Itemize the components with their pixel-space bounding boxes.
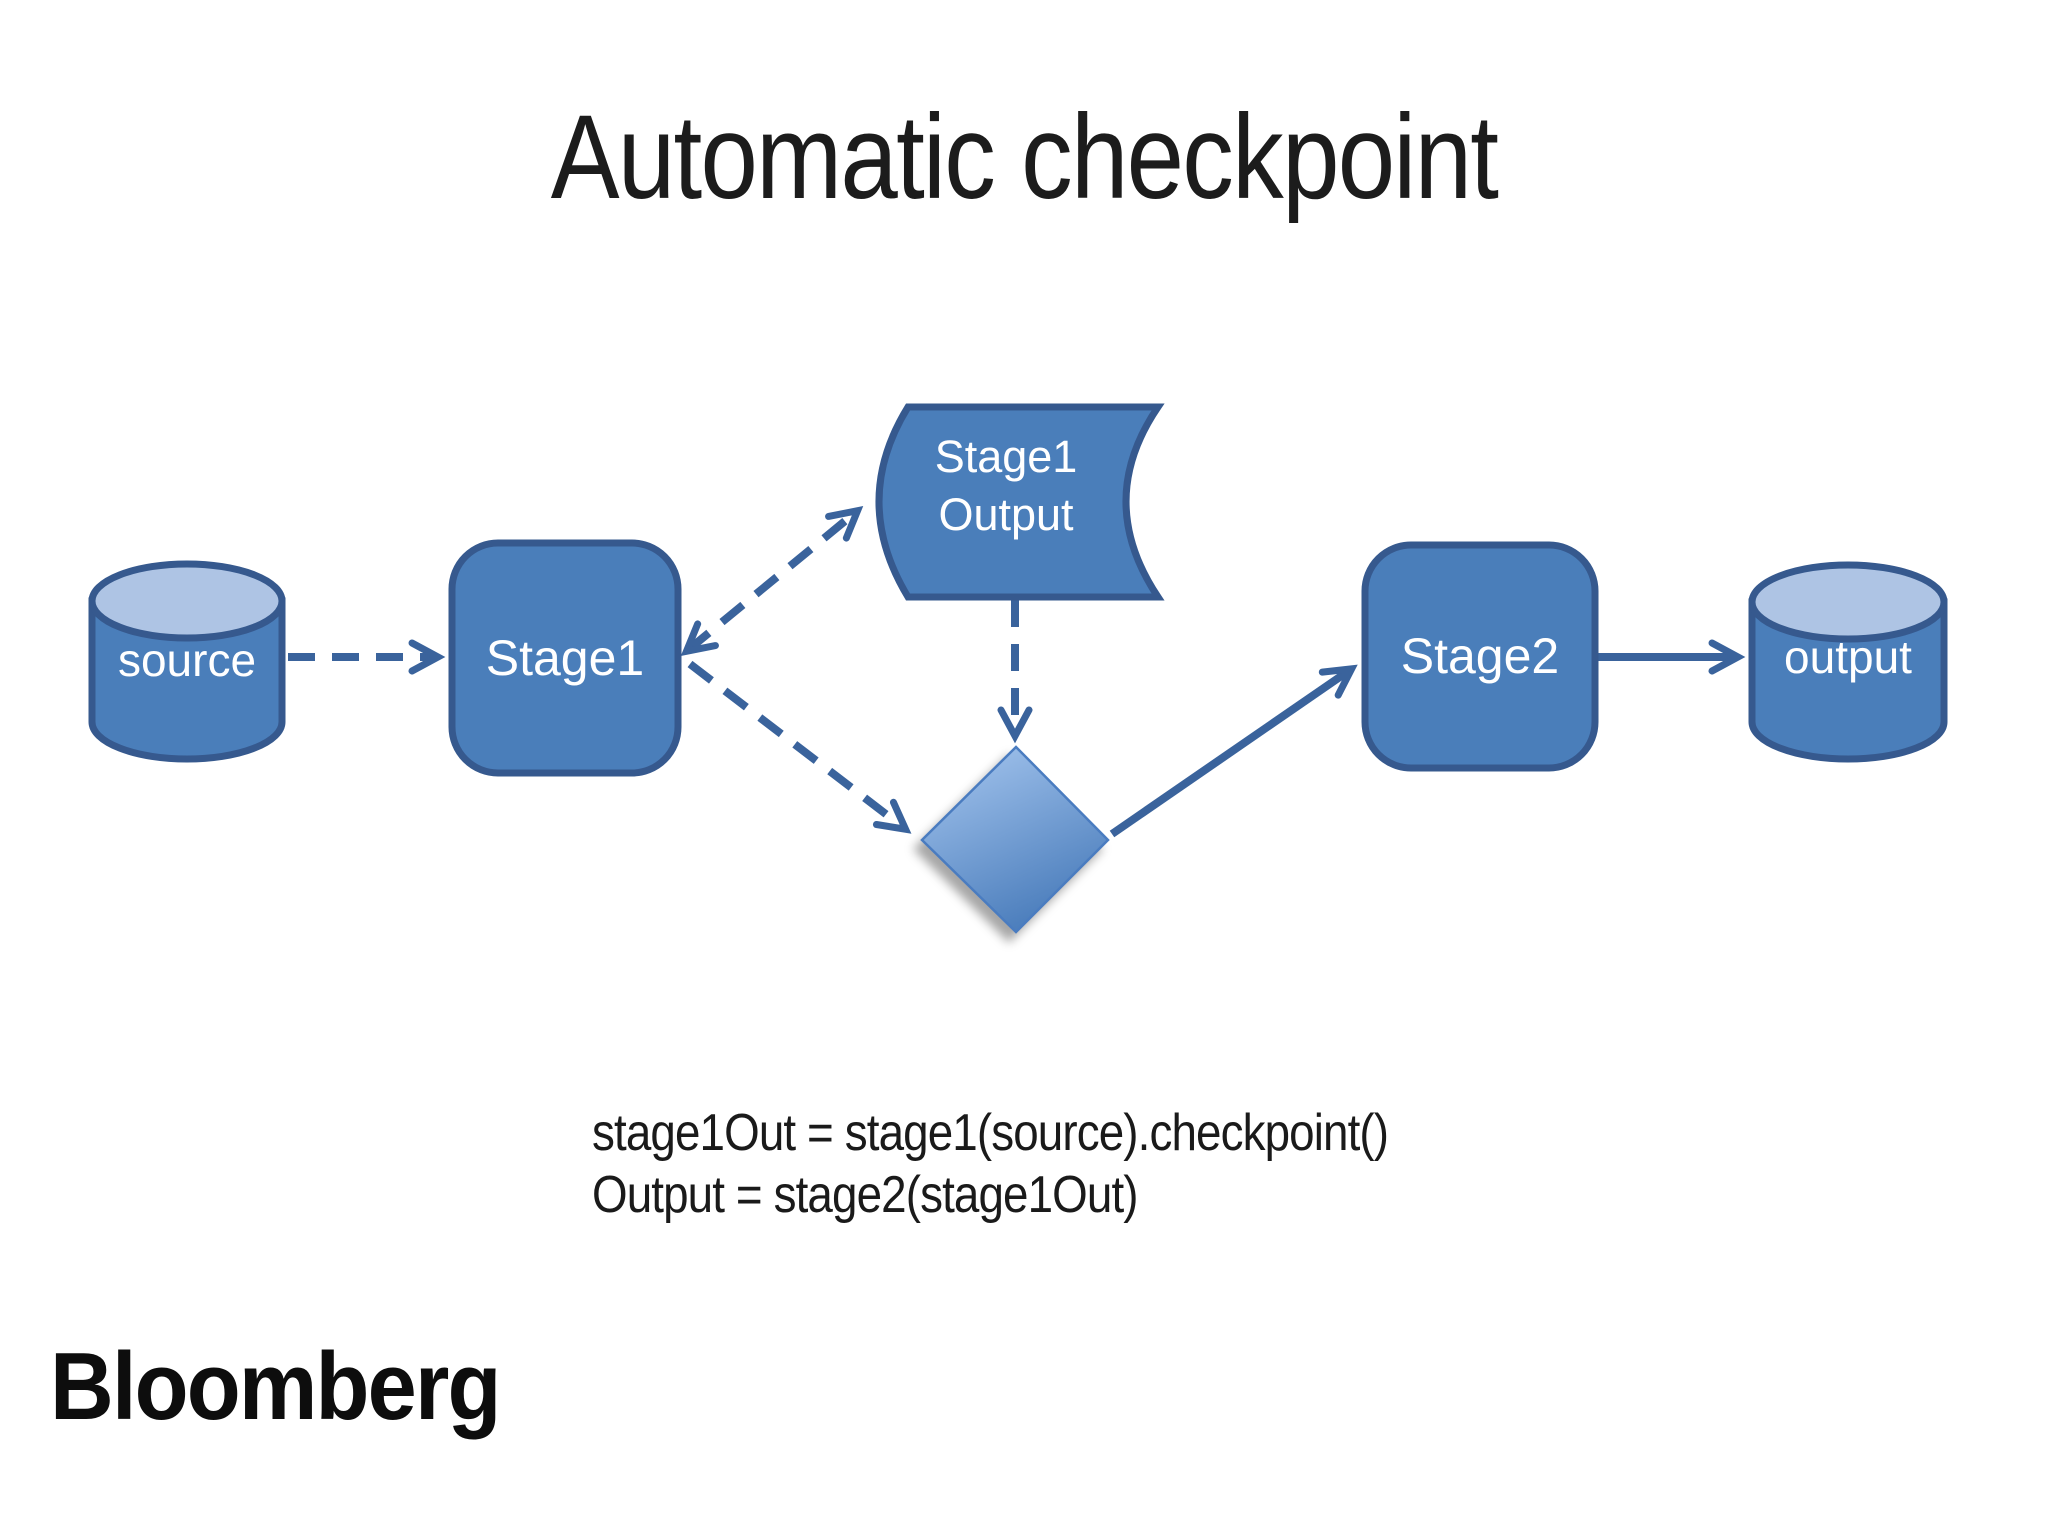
stage1-box [448, 539, 682, 777]
node-stage1-output: Stage1 Output [875, 403, 1165, 601]
source-label: source [118, 634, 256, 686]
bloomberg-logo: Bloomberg [50, 1333, 501, 1440]
stage1-output-label-line2: Output [938, 489, 1074, 540]
node-stage2: Stage2 [1361, 541, 1599, 772]
node-stage1: Stage1 [448, 539, 682, 777]
stage1-label: Stage1 [486, 630, 644, 686]
node-output: output [1748, 561, 1948, 763]
stage1-output-label-line1: Stage1 [935, 431, 1078, 482]
node-source: source [88, 560, 286, 763]
stage2-box [1361, 541, 1599, 772]
stored-data-shape [875, 403, 1165, 601]
output-label: output [1784, 631, 1912, 683]
node-decision [920, 745, 1110, 934]
cylinder-body [1748, 598, 1948, 763]
edge-stage1-to-decision [687, 660, 912, 834]
stage2-label: Stage2 [1401, 628, 1559, 684]
code-line-2: Output = stage2(stage1Out) [592, 1166, 1139, 1224]
slide-title: Automatic checkpoint [550, 90, 1499, 224]
code-block: stage1Out = stage1(source).checkpoint() … [592, 1102, 1389, 1226]
decision-diamond [920, 745, 1110, 934]
edge-stage1-to-stage1-output [680, 506, 864, 656]
code-line-1: stage1Out = stage1(source).checkpoint() [592, 1104, 1389, 1162]
edge-decision-to-stage2 [1109, 664, 1358, 838]
cylinder-top [1748, 561, 1948, 643]
cylinder-top [88, 560, 286, 642]
cylinder-body [88, 597, 286, 763]
